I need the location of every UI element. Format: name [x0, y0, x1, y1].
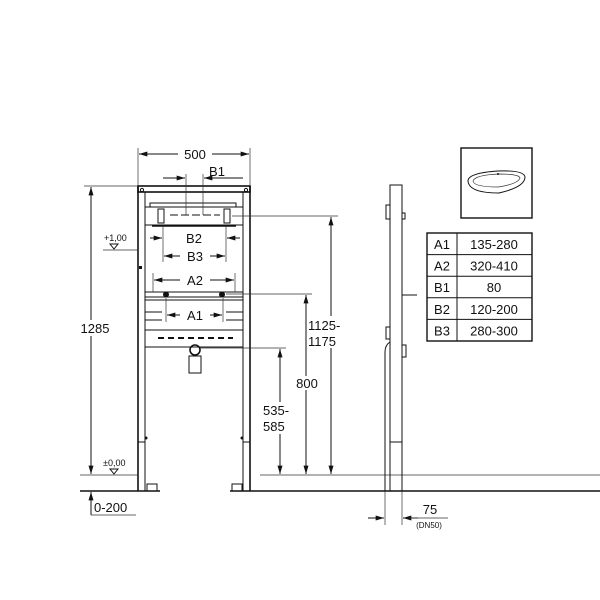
b3-label: B3	[187, 249, 203, 264]
a2-label: A2	[187, 273, 203, 288]
depth-note-label: (DN50)	[416, 521, 442, 530]
table-key: A1	[434, 237, 450, 252]
a1-label: A1	[187, 308, 203, 323]
table-row: B3 280-300	[434, 323, 518, 338]
height-dimension: 1285 +1,00 ±0,00 0-200	[78, 185, 270, 516]
table-row: B2 120-200	[434, 302, 518, 317]
b1-dimension: B1	[163, 164, 243, 215]
floor-range-label: 0-200	[94, 500, 127, 515]
table-key: B2	[434, 302, 450, 317]
table-key: B3	[434, 323, 450, 338]
washbasin-icon	[460, 147, 533, 219]
table-row: A1 135-280	[434, 237, 518, 252]
b2-b3-dimension: B2 B3	[150, 226, 240, 264]
depth-label: 75	[423, 502, 437, 517]
side-view: 75 (DN50)	[270, 184, 600, 530]
table-value: 135-280	[470, 237, 518, 252]
level-plus-label: +1,00	[104, 233, 127, 243]
b1-label: B1	[209, 164, 225, 179]
table-key: A2	[434, 259, 450, 274]
table-value: 280-300	[470, 323, 518, 338]
table-row: B1 80	[434, 280, 501, 295]
h-low-label-2: 585	[263, 419, 285, 434]
front-view-frame	[137, 185, 251, 492]
h-low-label-1: 535-	[263, 403, 289, 418]
h-top-label-1: 1125-	[308, 318, 340, 333]
h-mid-label: 800	[296, 376, 318, 391]
width-dimension: 500	[137, 147, 251, 186]
level-marker-icon	[108, 243, 120, 250]
dimension-table: A1 135-280 A2 320-410 B1 80 B2 120-200 B…	[426, 232, 533, 342]
b2-label: B2	[186, 231, 202, 246]
level-marker-icon	[108, 468, 120, 475]
table-key: B1	[434, 280, 450, 295]
table-row: A2 320-410	[434, 259, 518, 274]
h-top-label-2: 1175	[308, 334, 336, 349]
table-value: 320-410	[470, 259, 518, 274]
level-zero-label: ±0,00	[103, 458, 125, 468]
width-label: 500	[184, 147, 206, 162]
table-value: 120-200	[470, 302, 518, 317]
a2-a1-dimension: A2 A1	[152, 273, 236, 323]
height-total-label: 1285	[81, 321, 110, 336]
table-value: 80	[487, 280, 501, 295]
height-dimensions-right: 1125- 1175 800 535- 585	[200, 215, 600, 476]
